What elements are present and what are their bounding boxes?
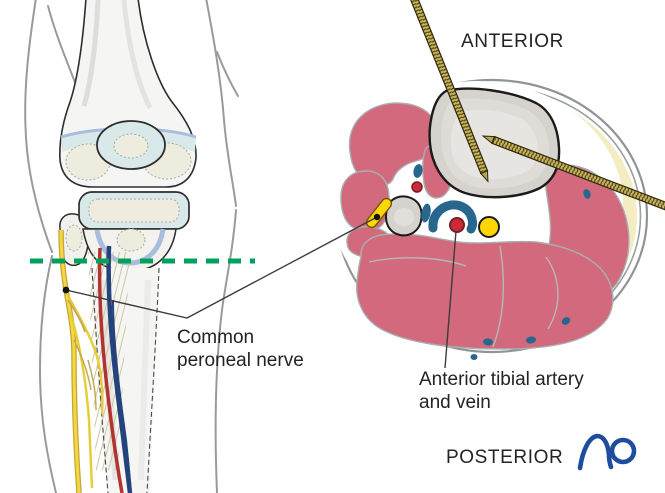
nerve-branch [68, 311, 94, 489]
anterior-tibial-artery-path [97, 247, 124, 493]
thigh-silhouette-right [205, 0, 237, 207]
anterior-tibial-vein-path [106, 245, 133, 493]
tibia-edge-dashed [91, 267, 109, 493]
tibial-nerve [478, 216, 500, 238]
thigh-contour-inner-right [216, 51, 239, 97]
common-peroneal-nerve-highlight [365, 197, 393, 229]
recurrent-artery [411, 181, 423, 193]
thigh-contour-inner-left [47, 5, 79, 91]
fascia-seam [545, 256, 559, 330]
fascia-seam [368, 257, 467, 267]
small-vein [421, 203, 431, 223]
calf-silhouette-left [38, 255, 57, 493]
ao-logo [577, 433, 637, 471]
superficial-vein-dot [470, 354, 478, 360]
nerve-twig [67, 299, 86, 333]
fascia-seam [492, 245, 505, 348]
tibia-edge-dashed [146, 267, 160, 493]
nerve-twig [73, 339, 92, 391]
leader-line-tibial-vessels [444, 230, 457, 369]
calf-silhouette-right [214, 209, 237, 493]
leader-dot [373, 213, 381, 221]
k-wire-oblique [481, 135, 665, 214]
nerve-twig [87, 359, 97, 411]
fibula-head-center [65, 224, 83, 252]
tibial-plateau-center [88, 198, 180, 223]
leader-dot [62, 286, 70, 294]
anterior-tibial-vein [428, 200, 478, 234]
superficial-vein-dot [583, 189, 591, 199]
common-peroneal-nerve-path [59, 229, 81, 493]
recurrent-vein [413, 164, 423, 178]
anterior-tibial-artery [449, 217, 465, 233]
anterior-label: ANTERIOR [461, 31, 564, 52]
thigh-silhouette-left [24, 0, 53, 253]
femur-shading [81, 0, 101, 107]
fibula-inner [394, 208, 414, 226]
anterior-tibial-vein-branch [112, 299, 132, 493]
annotation-leaders [62, 213, 457, 369]
patella-center [113, 133, 149, 159]
superficial-vein-dot [526, 336, 536, 344]
k-wire-vertical [408, 0, 489, 183]
anterior-tibial-vessels-label: Anterior tibial artery and vein [419, 369, 584, 413]
muscle-posterior-compartment [356, 233, 614, 350]
common-peroneal-nerve-label: Common peroneal nerve [177, 327, 304, 371]
ao-logo-a [577, 433, 614, 471]
leader-line-peroneal-nerve [65, 216, 378, 319]
tibial-tuberosity [116, 228, 146, 252]
nerve-branch [64, 291, 104, 415]
superficial-vein-dot [483, 338, 493, 346]
tibia-shading [138, 279, 151, 481]
femur-shading [121, 0, 153, 110]
posterior-label: POSTERIOR [446, 447, 564, 468]
superficial-vein-dot [561, 317, 571, 325]
leg-illustration [24, 0, 255, 493]
cross-section-illustration [331, 0, 665, 360]
ao-logo-o [609, 437, 637, 465]
